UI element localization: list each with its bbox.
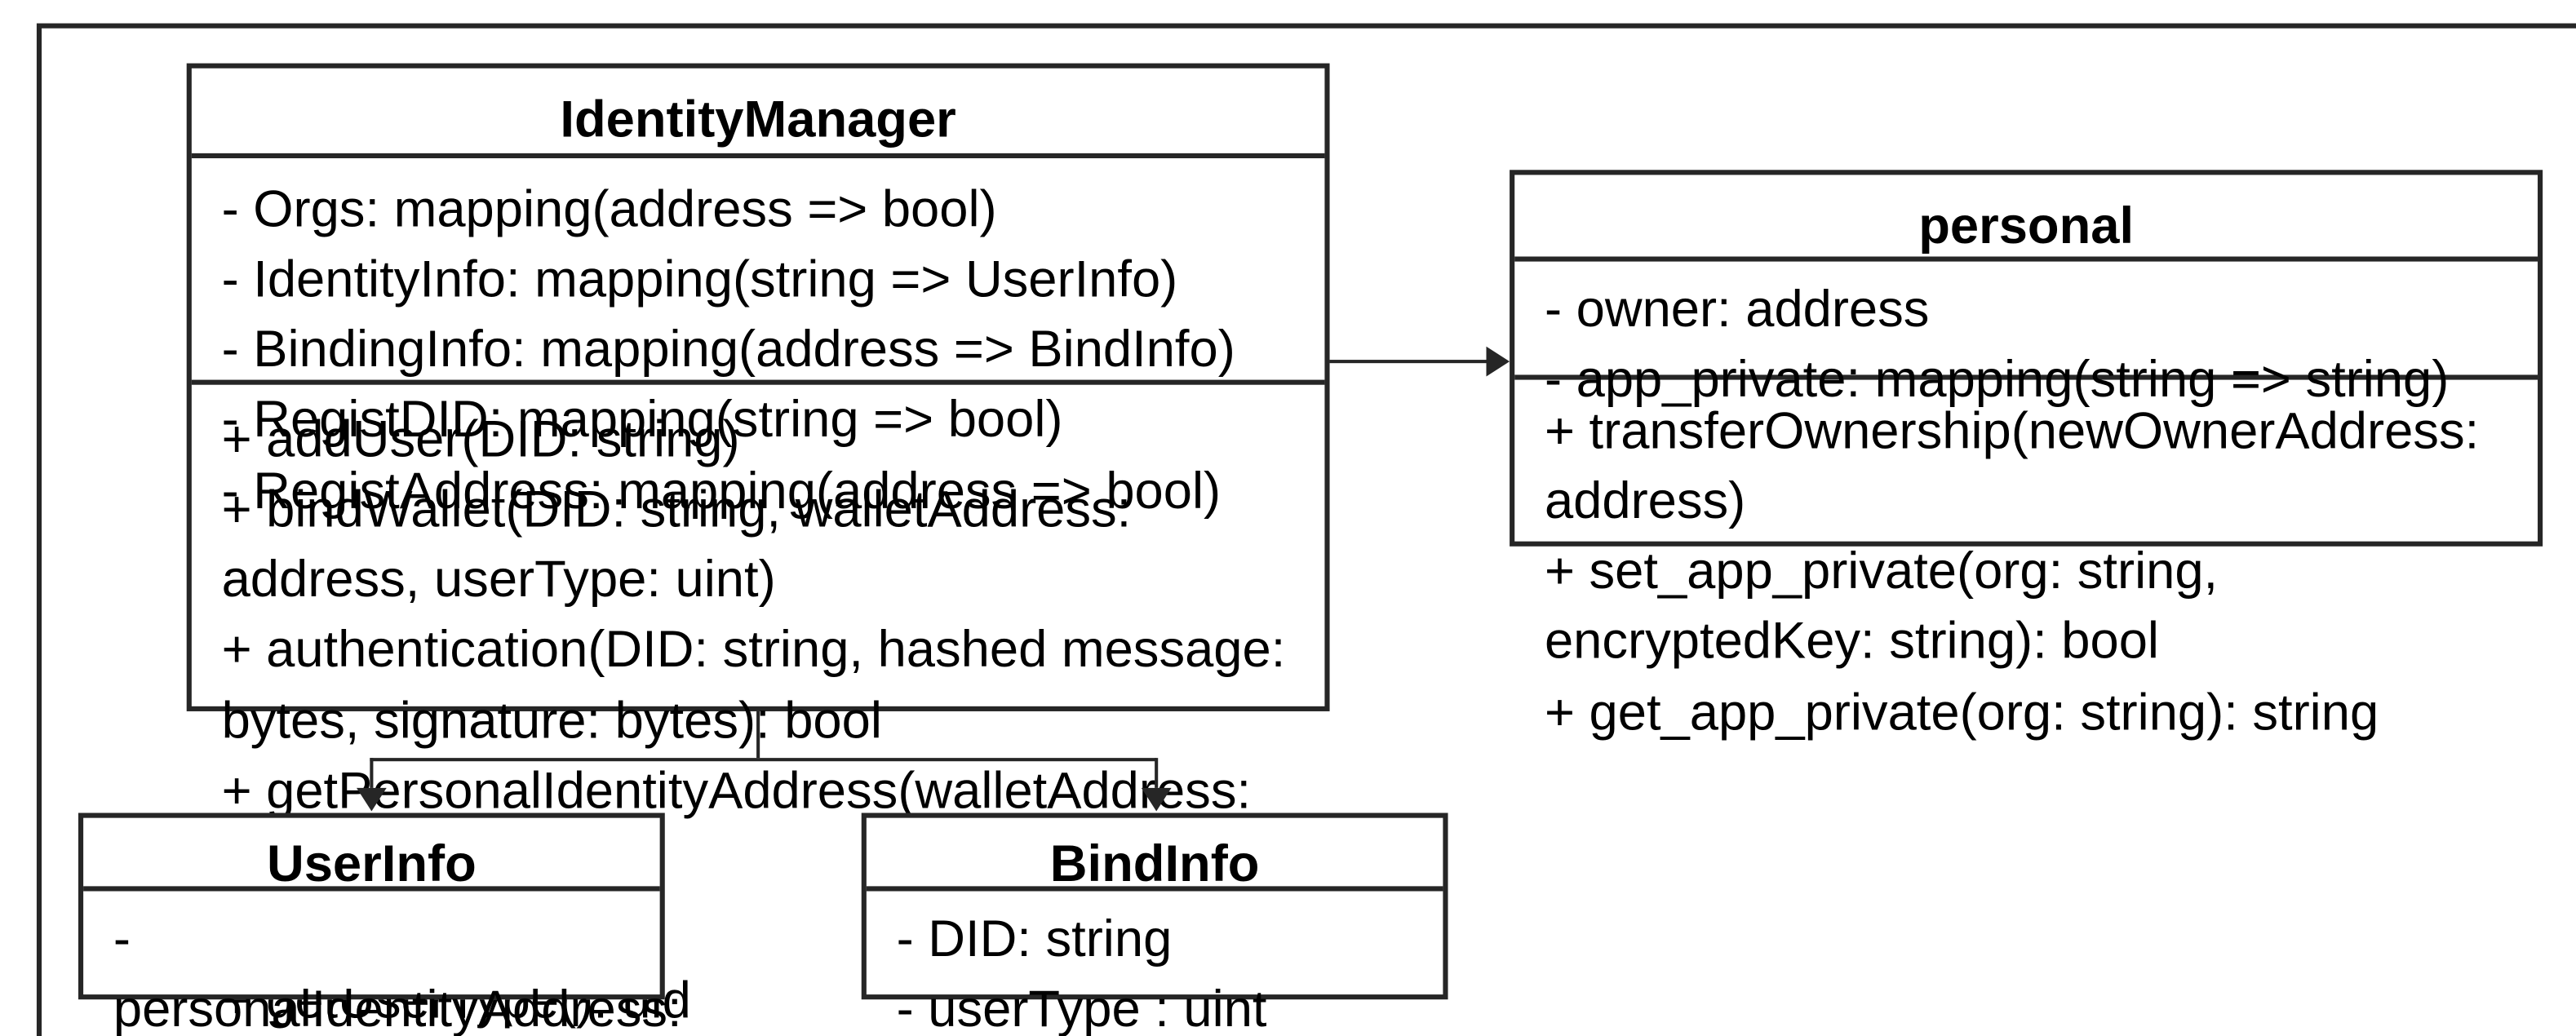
attribute-row: - RegistDID: mapping(string => bool)	[221, 390, 1063, 449]
class-operations-identitymanager: + addUser(DID: string) + bindWallet(DID:…	[191, 379, 1325, 1036]
class-title-bindinfo: BindInfo	[866, 818, 1443, 893]
arrowhead-to-userinfo	[356, 787, 387, 812]
attribute-row: - owner: address	[1544, 280, 1930, 339]
operation-row: + get_app_private(org: string): string	[1544, 682, 2379, 741]
attribute-row: - RegistAddress: mapping(address => bool…	[221, 460, 1221, 520]
operation-row: + transferOwnership(newOwnerAddress: add…	[1544, 401, 2480, 530]
edge-to-bindinfo	[1155, 758, 1159, 788]
class-title-identitymanager: IdentityManager	[191, 69, 1325, 158]
class-attributes-personal: - owner: address - app_private: mapping(…	[1514, 262, 2538, 409]
class-title-userinfo: UserInfo	[83, 818, 660, 893]
edge-to-userinfo	[370, 758, 374, 788]
operation-row: + authentication(DID: string, hashed mes…	[221, 620, 1286, 750]
attribute-row: - app_private: mapping(string => string)	[1544, 350, 2450, 409]
edge-identitymanager-to-personal	[1329, 360, 1487, 364]
operation-row: + bindWallet(DID: string, walletAddress:…	[221, 480, 1132, 609]
arrowhead-to-bindinfo	[1141, 787, 1172, 812]
class-attributes-userinfo: - personalIdentityAddress: address - use…	[83, 891, 682, 1036]
edge-identitymanager-stem	[756, 711, 760, 759]
attribute-row: - Orgs: mapping(address => bool)	[221, 179, 997, 239]
class-title-personal: personal	[1514, 175, 2538, 262]
uml-class-personal[interactable]: personal - owner: address - app_private:…	[1510, 170, 2543, 741]
attribute-row: - personalIdentityAddress: address	[113, 909, 682, 1036]
attribute-row: - BindingInfo: mapping(address => BindIn…	[221, 320, 1235, 379]
arrowhead-to-personal	[1486, 346, 1510, 377]
uml-class-identitymanager[interactable]: IdentityManager - Orgs: mapping(address …	[186, 63, 1330, 1029]
attribute-row: - DID: string	[896, 909, 1173, 968]
attribute-row: - userType : uint	[896, 980, 1267, 1036]
class-operations-personal: + transferOwnership(newOwnerAddress: add…	[1514, 374, 2538, 771]
attribute-row: - IdentityInfo: mapping(string => UserIn…	[221, 250, 1178, 309]
edge-inheritance-bus	[370, 758, 1157, 762]
operation-row: + set_app_private(org: string, encrypted…	[1544, 542, 2219, 671]
operation-row: + addUser(DID: string)	[221, 410, 740, 468]
class-attributes-identitymanager: - Orgs: mapping(address => bool) - Ident…	[192, 158, 1325, 520]
uml-class-userinfo[interactable]: UserInfo - personalIdentityAddress: addr…	[78, 812, 682, 1036]
class-attributes-bindinfo: - DID: string - userType : uint	[867, 891, 1443, 1036]
uml-class-bindinfo[interactable]: BindInfo - DID: string - userType : uint	[861, 812, 1448, 1036]
